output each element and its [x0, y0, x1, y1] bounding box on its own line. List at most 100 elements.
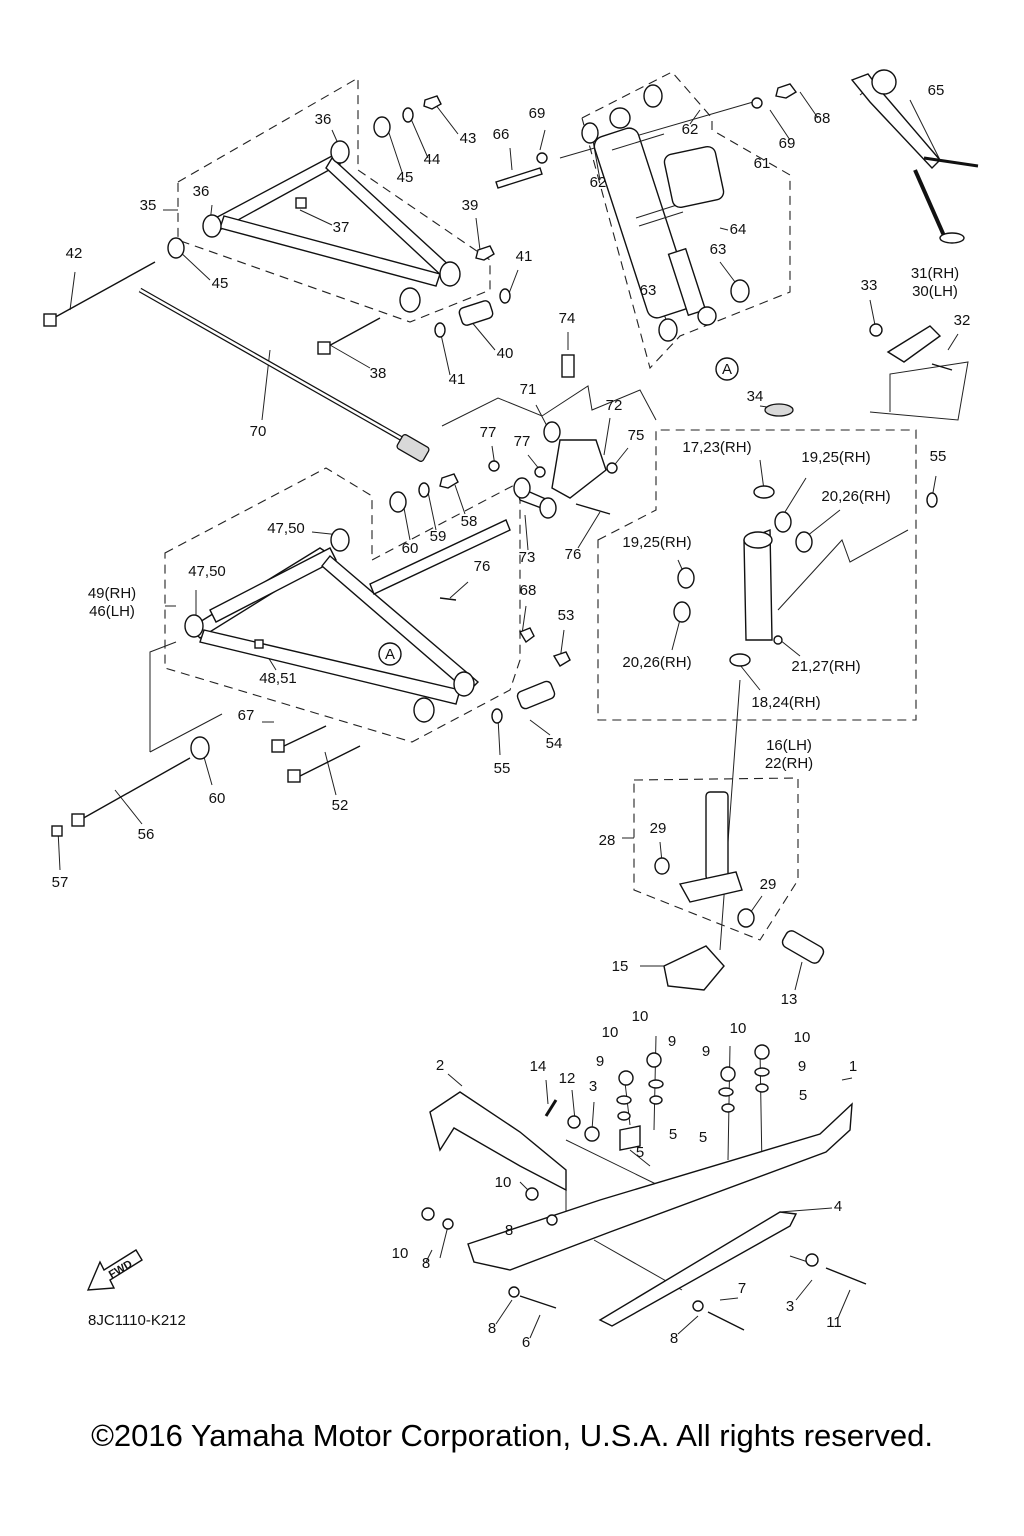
callout-c-13: 13 [781, 991, 798, 1008]
callout-c-14: 14 [530, 1058, 547, 1075]
callout-c-72: 72 [606, 397, 623, 414]
callout-c-37: 37 [333, 219, 350, 236]
callout-c-29b: 29 [760, 876, 777, 893]
callout-c-33: 33 [861, 277, 878, 294]
callout-c-10f: 10 [392, 1245, 409, 1262]
callout-c-36b: 36 [193, 183, 210, 200]
callout-c-1925a: 19,25(RH) [801, 449, 870, 466]
callout-c-66: 66 [493, 126, 510, 143]
callout-c-6: 6 [522, 1334, 530, 1351]
callout-c-8c: 8 [488, 1320, 496, 1337]
callout-c-8a: 8 [505, 1222, 513, 1239]
callout-c-69a: 69 [779, 135, 796, 152]
callout-c-55b: 55 [930, 448, 947, 465]
callout-c-49: 49(RH) [88, 585, 136, 602]
callout-c-30: 30(LH) [912, 283, 958, 300]
callout-c-4: 4 [834, 1198, 842, 1215]
callout-c-71: 71 [520, 381, 537, 398]
callout-c-61: 61 [754, 155, 771, 172]
callout-c-60b: 60 [209, 790, 226, 807]
assembly-outlines [149, 71, 969, 941]
callout-c-5c: 5 [699, 1129, 707, 1146]
callout-c-63b: 63 [640, 282, 657, 299]
lower-arm [51, 473, 571, 837]
callout-c-10b: 10 [602, 1024, 619, 1041]
callout-c-3b: 3 [786, 1298, 794, 1315]
diagram-ref-code: 8JC1110-K212 [88, 1312, 186, 1329]
callout-c-60a: 60 [402, 540, 419, 557]
callout-c-55a: 55 [494, 760, 511, 777]
shock-absorber [495, 83, 798, 342]
reference-markers: AA [378, 357, 739, 666]
marker-a-top: A [715, 357, 739, 381]
fwd-label: FWD [107, 1258, 135, 1281]
callout-c-34: 34 [747, 388, 764, 405]
callout-c-11: 11 [826, 1314, 842, 1331]
callout-c-74: 74 [559, 310, 576, 327]
callout-c-28: 28 [599, 832, 616, 849]
fwd-arrow-icon: FWD [86, 1249, 143, 1291]
callout-c-2127: 21,27(RH) [791, 658, 860, 675]
callout-c-32: 32 [954, 312, 971, 329]
callout-c-76a: 76 [565, 546, 582, 563]
callout-c-2026a: 20,26(RH) [821, 488, 890, 505]
callout-c-41b: 41 [449, 371, 466, 388]
callout-c-57: 57 [52, 874, 69, 891]
callout-c-5d: 5 [636, 1144, 644, 1161]
exploded-parts-diagram: FWD 8JC1110-K212 65686961646363626269663… [43, 69, 979, 1351]
callout-c-52: 52 [332, 797, 349, 814]
callout-c-38: 38 [370, 365, 387, 382]
callout-c-43: 43 [460, 130, 477, 147]
callout-c-10c: 10 [730, 1020, 747, 1037]
callout-c-40: 40 [497, 345, 514, 362]
callout-c-75: 75 [628, 427, 645, 444]
callout-c-1824: 18,24(RH) [751, 694, 820, 711]
marker-a-arm: A [378, 642, 402, 666]
callout-c-16: 16(LH) [766, 737, 812, 754]
callout-c-12: 12 [559, 1070, 576, 1087]
callout-c-59: 59 [430, 528, 447, 545]
callout-c-54: 54 [546, 735, 563, 752]
callout-c-2: 2 [436, 1057, 444, 1074]
callout-c-9d: 9 [798, 1058, 806, 1075]
callout-c-67: 67 [238, 707, 255, 724]
callout-c-77b: 77 [514, 433, 531, 450]
callout-c-9c: 9 [702, 1043, 710, 1060]
callout-c-8d: 8 [670, 1330, 678, 1347]
callout-c-1723: 17,23(RH) [682, 439, 751, 456]
upper-arm [43, 95, 511, 355]
steering-assembly [673, 69, 979, 667]
copyright-notice: ©2016 Yamaha Motor Corporation, U.S.A. A… [91, 1418, 933, 1453]
callout-c-7: 7 [738, 1280, 746, 1297]
callout-c-22: 22(RH) [765, 755, 813, 772]
callout-c-45b: 45 [212, 275, 229, 292]
callout-c-53: 53 [558, 607, 575, 624]
leader-lines [57, 79, 959, 1339]
callout-c-8b: 8 [422, 1255, 430, 1272]
callout-c-39: 39 [462, 197, 479, 214]
callout-c-70: 70 [250, 423, 267, 440]
callout-c-69b: 69 [529, 105, 546, 122]
callout-c-9b: 9 [596, 1053, 604, 1070]
callout-c-29a: 29 [650, 820, 667, 837]
callout-c-42: 42 [66, 245, 83, 262]
callout-c-65: 65 [928, 82, 945, 99]
callout-c-10e: 10 [495, 1174, 512, 1191]
callout-c-4851: 48,51 [259, 670, 297, 687]
callout-c-73: 73 [519, 549, 536, 566]
callout-c-62a: 62 [682, 121, 699, 138]
callout-c-5a: 5 [799, 1087, 807, 1104]
callout-c-63a: 63 [710, 241, 727, 258]
callout-c-15: 15 [612, 958, 629, 975]
marker-circle [378, 642, 402, 666]
callout-c-64: 64 [730, 221, 747, 238]
callout-c-35: 35 [140, 197, 157, 214]
marker-letter: A [722, 361, 732, 378]
callout-c-9a: 9 [668, 1033, 676, 1050]
callout-c-76b: 76 [474, 558, 491, 575]
spindle [654, 791, 825, 991]
callout-c-58: 58 [461, 513, 478, 530]
callout-c-10d: 10 [794, 1029, 811, 1046]
ski [421, 1044, 867, 1331]
callout-c-1: 1 [849, 1058, 857, 1075]
